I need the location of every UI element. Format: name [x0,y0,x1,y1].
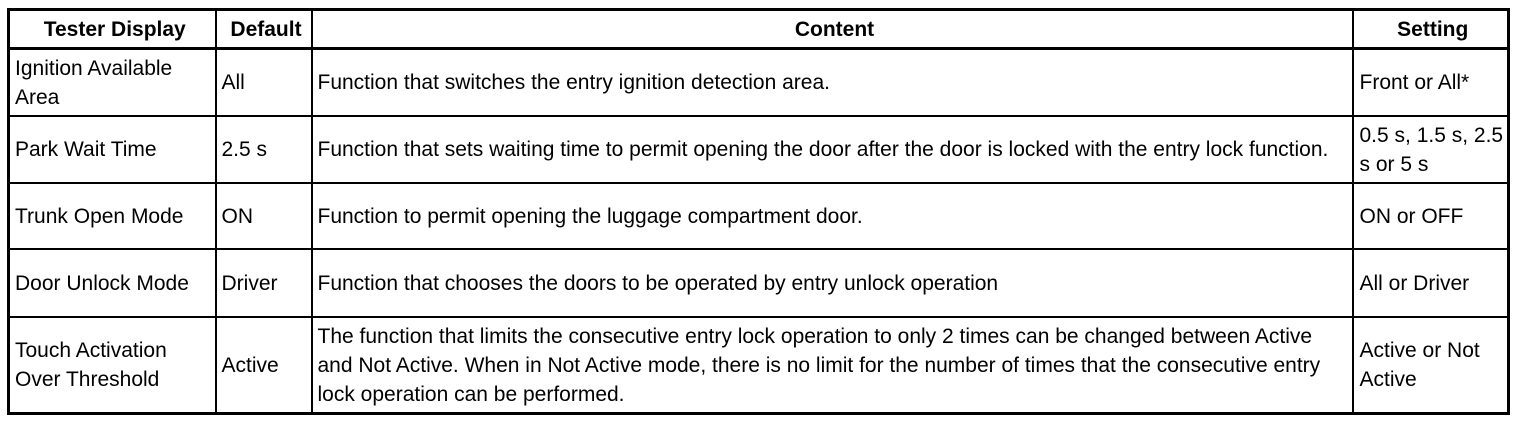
cell-tester-display: Door Unlock Mode [7,248,217,318]
header-tester-display: Tester Display [7,8,217,50]
cell-tester-display: Touch Activation Over Threshold [7,316,217,415]
cell-tester-display: Trunk Open Mode [7,182,217,250]
cell-default: Driver [214,248,313,318]
cell-default: Active [214,316,313,415]
header-setting: Setting [1351,8,1510,50]
header-default: Default [214,8,313,50]
table-row: Door Unlock Mode Driver Function that ch… [7,248,1510,318]
cell-default: ON [214,182,313,250]
cell-tester-display: Park Wait Time [7,115,217,184]
cell-tester-display: Ignition Available Area [7,47,217,117]
cell-content: Function that switches the entry ignitio… [310,47,1354,117]
cell-content: Function that chooses the doors to be op… [310,248,1354,318]
table-row: Trunk Open Mode ON Function to permit op… [7,182,1510,250]
header-content: Content [310,8,1354,50]
table-row: Touch Activation Over Threshold Active T… [7,316,1510,415]
cell-setting: Front or All* [1351,47,1510,117]
table-header-row: Tester Display Default Content Setting [7,8,1510,50]
cell-default: All [214,47,313,117]
settings-table: Tester Display Default Content Setting I… [7,8,1510,415]
cell-content: Function that sets waiting time to permi… [310,115,1354,184]
cell-setting: ON or OFF [1351,182,1510,250]
cell-setting: 0.5 s, 1.5 s, 2.5 s or 5 s [1351,115,1510,184]
table-row: Ignition Available Area All Function tha… [7,47,1510,117]
table-row: Park Wait Time 2.5 s Function that sets … [7,115,1510,184]
cell-setting: All or Driver [1351,248,1510,318]
settings-table-container: Tester Display Default Content Setting I… [7,8,1510,415]
cell-default: 2.5 s [214,115,313,184]
cell-content: Function to permit opening the luggage c… [310,182,1354,250]
cell-content: The function that limits the consecutive… [310,316,1354,415]
cell-setting: Active or Not Active [1351,316,1510,415]
